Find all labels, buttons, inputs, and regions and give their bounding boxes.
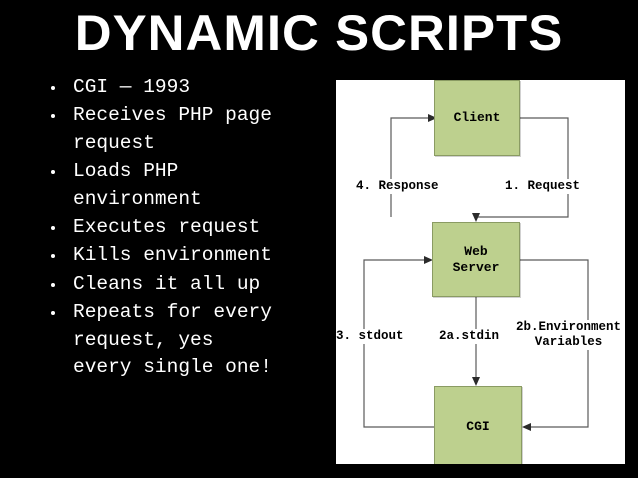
edge-stdout-arrowhead [424,256,433,264]
bullet-list: CGI — 1993 Receives PHP page request Loa… [38,74,338,382]
edge-label-response: 4. Response [354,179,441,194]
list-item: CGI — 1993 [38,74,338,101]
edge-envvars-arrowhead [522,423,531,431]
edge-label-environment-variables: 2b.Environment Variables [514,320,624,350]
node-web-server: Web Server [432,222,520,297]
node-cgi: CGI [434,386,522,464]
node-client: Client [434,80,520,156]
edge-response-arrowhead [428,114,437,122]
cgi-flow-diagram: Client Web Server CGI 4. Response 1. Req… [336,80,625,464]
list-item: Executes request [38,214,338,241]
list-item: Kills environment [38,242,338,269]
edge-request-line [476,117,569,218]
edge-stdin-arrowhead [472,377,480,386]
list-item: Receives PHP page request [38,102,338,157]
list-item: Repeats for every request, yes every sin… [38,299,338,381]
list-item: Loads PHP environment [38,158,338,213]
edge-response-line [390,117,428,217]
edge-label-stdout: 3. stdout [336,329,406,344]
edge-label-request: 1. Request [503,179,583,194]
edge-request-arrowhead [472,213,480,222]
edge-label-stdin: 2a.stdin [437,329,502,344]
page-title: DYNAMIC SCRIPTS [74,5,564,61]
list-item: Cleans it all up [38,271,338,298]
